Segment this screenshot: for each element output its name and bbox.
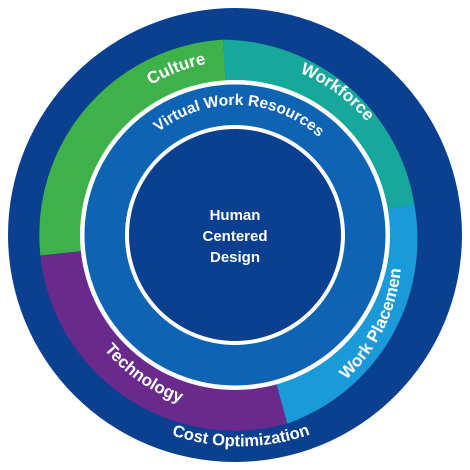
- center-title-line-1: Human: [210, 207, 261, 224]
- center-title: Human Centered Design: [202, 207, 267, 266]
- center-title-line-2: Centered: [202, 228, 267, 245]
- center-disc: [129, 129, 341, 341]
- center-title-line-3: Design: [210, 249, 260, 266]
